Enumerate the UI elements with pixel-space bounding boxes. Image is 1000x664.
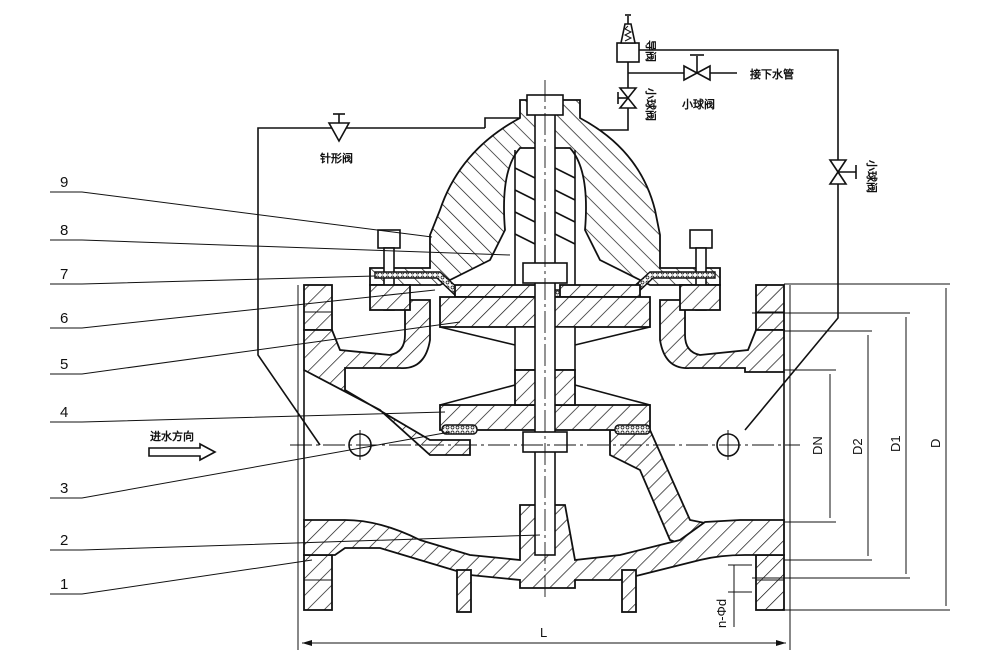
outlet-flange-bottom [755, 554, 785, 611]
needle-valve-label: 针形阀 [320, 151, 353, 165]
length-dimension-label: L [540, 625, 547, 640]
inlet-flange-top [303, 284, 333, 331]
port-outlet-icon [716, 430, 740, 460]
body-upper-right [659, 299, 785, 373]
pilot-valve-icon [616, 42, 640, 63]
dimension-lines [302, 283, 950, 646]
bolt-holes-label: n-Φd [714, 599, 729, 628]
pilot-valve-label: 导阀 [644, 40, 658, 62]
bonnet-cover [369, 99, 721, 286]
flow-arrow-icon [148, 442, 217, 462]
ball-valve-right-label: 小球阀 [865, 159, 879, 193]
d1-dimension-label: D1 [888, 435, 903, 452]
callout-1: 1 [60, 576, 68, 593]
control-piping [257, 14, 857, 446]
dn-dimension-label: DN [810, 436, 825, 455]
d-dimension-label: D [928, 439, 943, 448]
callout-4: 4 [60, 404, 68, 421]
outlet-flange-top [755, 284, 785, 331]
callout-5: 5 [60, 356, 68, 373]
flow-direction-label: 进水方向 [150, 429, 194, 443]
bolt-head-right [689, 229, 713, 249]
callout-7: 7 [60, 266, 68, 283]
drain-pipe-label: 接下水管 [750, 67, 794, 81]
ball-valve-horizontal-label: 小球阀 [681, 97, 715, 111]
body-upper-left [303, 299, 471, 456]
callout-3: 3 [60, 480, 68, 497]
foot-right [621, 569, 637, 613]
port-inlet-icon [348, 430, 372, 460]
seal-ring-right [614, 424, 651, 435]
d2-dimension-label: D2 [850, 438, 865, 455]
outlet-sense-line [639, 49, 839, 431]
seal-ring-left [441, 424, 478, 435]
spring-icon [514, 150, 576, 285]
callout-2: 2 [60, 532, 68, 549]
ball-valve-left-icon [618, 96, 638, 109]
callout-8: 8 [60, 222, 68, 239]
callout-6: 6 [60, 310, 68, 327]
leader-lines [50, 191, 541, 595]
foot-left [456, 569, 472, 613]
needle-valve-line [257, 127, 485, 446]
inlet-flange-bottom [303, 554, 333, 611]
ball-valve-right-icon [828, 170, 848, 185]
ball-valve-left-label: 小球阀 [644, 87, 658, 121]
needle-valve-icon [327, 122, 351, 143]
pilot-riser-line [600, 62, 629, 131]
callout-9: 9 [60, 174, 68, 191]
ball-valve-horizontal-icon [695, 64, 711, 82]
